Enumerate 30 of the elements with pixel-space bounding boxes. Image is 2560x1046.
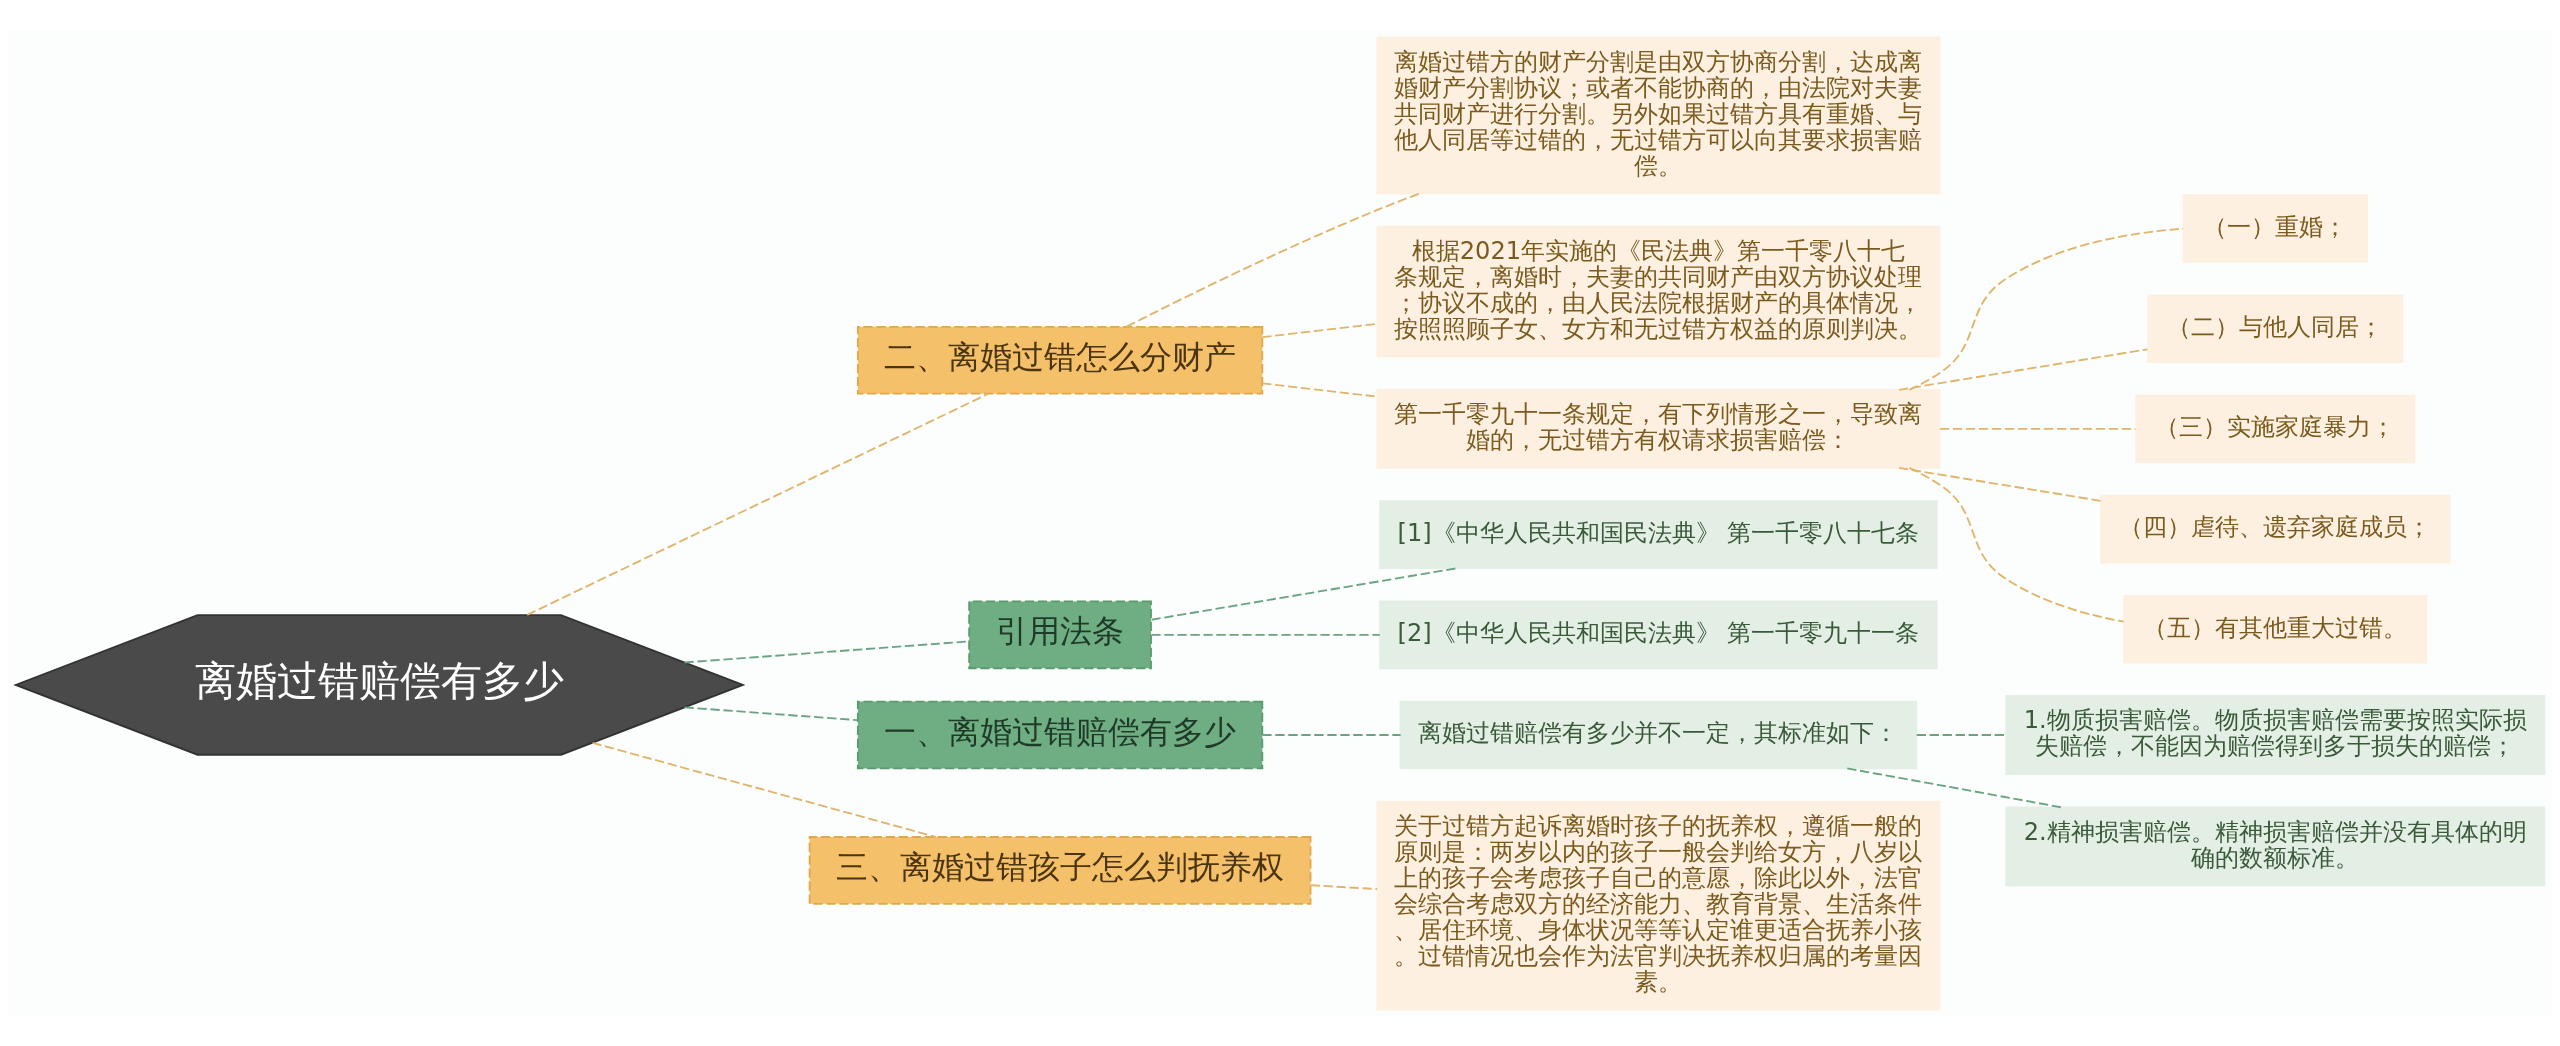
node-box: 三、离婚过错孩子怎么判抚养权: [808, 835, 1312, 905]
connector: [1125, 192, 1421, 327]
node-box: 引用法条: [968, 600, 1152, 669]
node-box: 关于过错方起诉离婚时孩子的抚养权，遵循一般的原则是：两岁以内的孩子一般会判给女方，八岁以上的孩子会考虑孩子自己的意愿，除此以外，法官会综合考虑双方的经济能力、教育背景、生活条件、居住环境、身体状况等等认定谁更适合抚养小孩。过错情况也会作为法官判决抚养权归属的考量因素。: [1376, 800, 1941, 1010]
node-box: 离婚过错方的财产分割是由双方协商分割，达成离婚财产分割协议；或者不能协商的，由法院对夫妻共同财产进行分割。另外如果过错方具有重婚、与他人同居等过错的，无过错方可以向其要求损害赔偿。: [1376, 36, 1941, 194]
node-box: 1.物质损害赔偿。物质损害赔偿需要按照实际损失赔偿，不能因为赔偿得到多于损失的赔偿；: [2005, 694, 2546, 775]
node-box: （一）重婚；: [2182, 193, 2369, 263]
node-box: 2.精神损害赔偿。精神损害赔偿并没有具体的明确的数额标准。: [2005, 805, 2546, 886]
node-box: 第一千零九十一条规定，有下列情形之一，导致离婚的，无过错方有权请求损害赔偿：: [1376, 388, 1941, 469]
connector: [1898, 347, 2149, 391]
connector: [591, 741, 937, 838]
node-box: （五）有其他重大过错。: [2123, 594, 2428, 664]
connector: [526, 392, 989, 616]
node-box: （四）虐待、遗弃家庭成员；: [2099, 494, 2451, 563]
node-box: [1]《中华人民共和国民法典》 第一千零八十七条: [1379, 499, 1938, 569]
connector: [1898, 466, 2102, 502]
connector: [1908, 227, 2184, 391]
connector: [683, 705, 859, 721]
connector: [1908, 466, 2125, 623]
connector: [1309, 883, 1379, 890]
node-box: （三）实施家庭暴力；: [2135, 394, 2416, 463]
connector: [1846, 767, 2063, 808]
node-box: [2]《中华人民共和国民法典》 第一千零九十一条: [1379, 600, 1938, 669]
node-box: 根据2021年实施的《民法典》第一千零八十七条规定，离婚时，夫妻的共同财产由双方协议处理；协议不成的，由人民法院根据财产的具体情况，按照照顾子女、女方和无过错方权益的原则判决。: [1376, 225, 1941, 357]
node-box: 二、离婚过错怎么分财产: [856, 325, 1264, 395]
connector: [1261, 733, 1402, 736]
node-box: 一、离婚过错赔偿有多少: [856, 700, 1264, 769]
node-box: （二）与他人同居；: [2147, 293, 2404, 363]
connector: [1150, 633, 1381, 636]
node-box: 离婚过错赔偿有多少并不一定，其标准如下：: [1399, 700, 1918, 769]
